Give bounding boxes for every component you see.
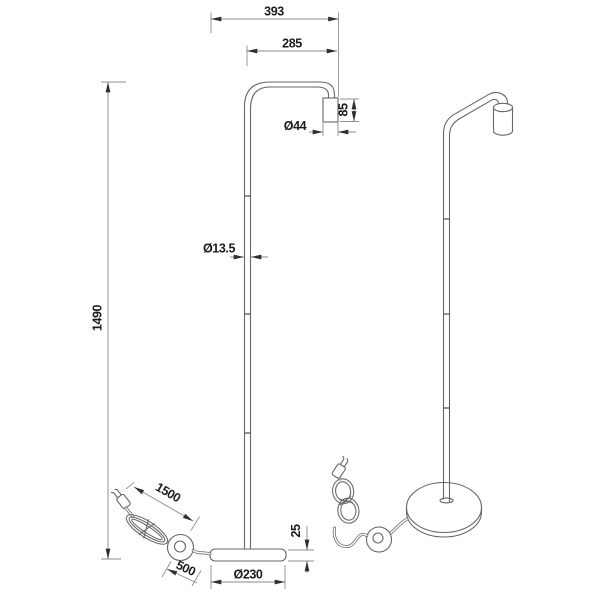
lamp-pole-joints [244,195,251,434]
dim-base-thickness: 25 [288,524,314,573]
dim-switch-distance: 500 [161,558,202,587]
cord-segment-core [389,518,408,534]
dimension-value: 1490 [91,304,105,331]
lamp-pole-joints [443,218,450,409]
lamp-arm [243,81,336,550]
dimension-value: 25 [289,524,303,538]
extension-line [210,565,286,589]
arm-outer-line [442,91,509,500]
switch-outer [166,533,195,562]
switch-button [372,532,384,544]
extension-line [125,482,135,490]
socket-bottom [492,130,514,136]
extension-line [288,549,314,562]
coil-tie [138,519,155,539]
coil-loop [128,516,166,543]
inline-switch [166,533,195,562]
front-view: 393 285 85 Ø44 Ø13.5 [91,5,359,589]
power-plug [331,456,349,479]
plug-prongs [339,456,349,468]
dim-overall-depth: 393 [210,5,339,97]
dim-arm-projection: 285 [246,37,337,66]
dimension-value: Ø13.5 [203,242,235,256]
dim-total-height: 1490 [91,81,126,560]
extension-line [161,561,172,578]
dimension-line [133,486,194,522]
inline-switch [365,526,393,553]
switch-outer [365,526,393,553]
lamp-socket [492,102,514,136]
lamp-base [209,548,287,562]
dim-socket-height: 85 [337,98,359,122]
extension-line [322,123,339,136]
cord-segment-core [192,549,211,555]
dim-base-diameter: Ø230 [210,565,286,589]
extension-line [190,516,200,531]
cord-segment-core [125,507,134,518]
dim-cord-length: 1500 [125,480,200,531]
dimension-value: 1500 [153,480,183,505]
power-plug [110,488,131,510]
cord-coil [332,478,360,524]
socket-top [492,102,514,113]
dim-pole-diameter: Ø13.5 [203,242,268,260]
extension-line [101,81,126,560]
socket-sides [492,106,514,132]
coil-tie [338,495,354,506]
dimension-value: 85 [337,103,351,117]
plug-body [116,493,131,510]
switch-button [173,540,187,553]
plug-prongs [110,488,122,499]
dimension-value: Ø44 [284,119,307,133]
plug-body [331,463,346,479]
pole-mount [439,497,454,504]
cord-segment-core [333,527,368,548]
dimension-value: 285 [282,37,302,51]
arm-outer-line [243,81,336,550]
lamp-base [405,481,483,538]
coil-loop [125,514,169,545]
lamp-arm [442,91,509,503]
dimension-line [166,568,198,584]
dim-socket-diameter: Ø44 [284,119,356,136]
dimension-value: 500 [174,558,198,579]
cord-coil [125,514,169,545]
extension-line [191,570,202,587]
dimension-value: Ø230 [234,568,263,582]
arm-inner-line [448,98,500,503]
perspective-view [331,91,514,553]
arm-inner-line [249,86,330,550]
lamp-socket [322,97,339,123]
base-rim-sides [405,506,483,513]
base-rim [405,511,483,538]
dimension-value: 393 [264,5,284,19]
